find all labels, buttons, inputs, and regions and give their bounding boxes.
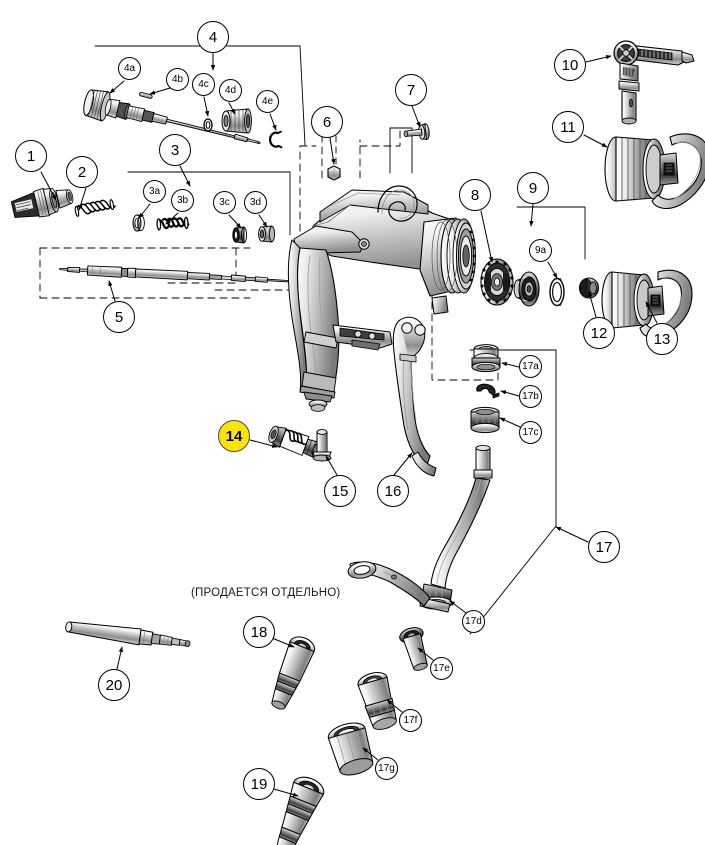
sold-separately-note: (ПРОДАЕТСЯ ОТДЕЛЬНО) <box>191 587 341 599</box>
callout-4d[interactable]: 4d <box>219 79 242 102</box>
callout-9[interactable]: 9 <box>517 172 549 204</box>
callout-14[interactable]: 14 <box>218 420 250 452</box>
callout-8[interactable]: 8 <box>459 179 491 211</box>
callout-4e[interactable]: 4e <box>256 90 279 113</box>
callout-17g[interactable]: 17g <box>375 757 398 780</box>
callout-3c[interactable]: 3c <box>213 191 236 214</box>
callout-17a[interactable]: 17a <box>519 355 542 378</box>
callout-17f[interactable]: 17f <box>399 709 422 732</box>
callout-3[interactable]: 3 <box>159 134 191 166</box>
callout-17d[interactable]: 17d <box>462 610 485 633</box>
callout-17c[interactable]: 17c <box>519 421 542 444</box>
callout-4b[interactable]: 4b <box>166 68 189 91</box>
callout-17e[interactable]: 17e <box>430 657 453 680</box>
callout-6[interactable]: 6 <box>311 106 343 138</box>
callout-3a[interactable]: 3a <box>143 180 166 203</box>
callout-19[interactable]: 19 <box>243 768 275 800</box>
callout-3b[interactable]: 3b <box>171 189 194 212</box>
callout-17b[interactable]: 17b <box>519 385 542 408</box>
callout-4c[interactable]: 4c <box>192 73 215 96</box>
callout-12[interactable]: 12 <box>583 317 615 349</box>
callout-18[interactable]: 18 <box>243 616 275 648</box>
callout-10[interactable]: 10 <box>554 49 586 81</box>
callout-15[interactable]: 15 <box>324 475 356 507</box>
callout-5[interactable]: 5 <box>103 301 135 333</box>
callout-20[interactable]: 20 <box>98 669 130 701</box>
callout-1[interactable]: 1 <box>15 140 47 172</box>
callout-11[interactable]: 11 <box>552 111 584 143</box>
callout-3d[interactable]: 3d <box>244 191 267 214</box>
callout-4[interactable]: 4 <box>197 21 229 53</box>
callout-4a[interactable]: 4a <box>118 57 141 80</box>
callout-7[interactable]: 7 <box>395 74 427 106</box>
callout-13[interactable]: 13 <box>646 323 678 355</box>
callout-9a[interactable]: 9a <box>529 239 552 262</box>
callout-2[interactable]: 2 <box>66 156 98 188</box>
callout-16[interactable]: 16 <box>377 475 409 507</box>
callout-17[interactable]: 17 <box>588 531 620 563</box>
